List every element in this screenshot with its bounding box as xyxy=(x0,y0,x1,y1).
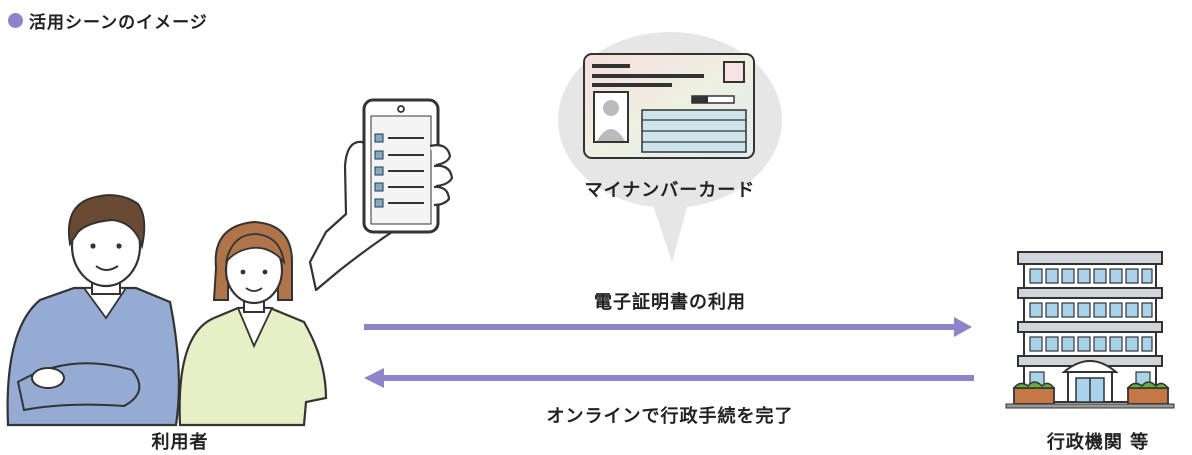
man-figure-icon xyxy=(6,194,180,427)
arrow-right xyxy=(364,317,972,337)
left-label: 利用者 xyxy=(151,432,209,453)
section-heading: 活用シーンのイメージ xyxy=(8,8,208,33)
right-label: 行政機関 等 xyxy=(1046,432,1150,453)
arrow-top-label: 電子証明書の利用 xyxy=(594,292,746,313)
heading-text: 活用シーンのイメージ xyxy=(29,13,208,33)
bubble-label: マイナンバーカード xyxy=(584,180,756,201)
government-building-icon xyxy=(1005,251,1175,409)
my-number-card-icon xyxy=(583,53,755,159)
woman-figure-icon xyxy=(178,220,328,427)
arrow-bottom-label: オンラインで行政手続を完了 xyxy=(546,406,794,427)
bullet-dot-icon xyxy=(8,13,23,28)
hand-smartphone-icon xyxy=(308,98,454,292)
arrow-left xyxy=(364,368,974,388)
